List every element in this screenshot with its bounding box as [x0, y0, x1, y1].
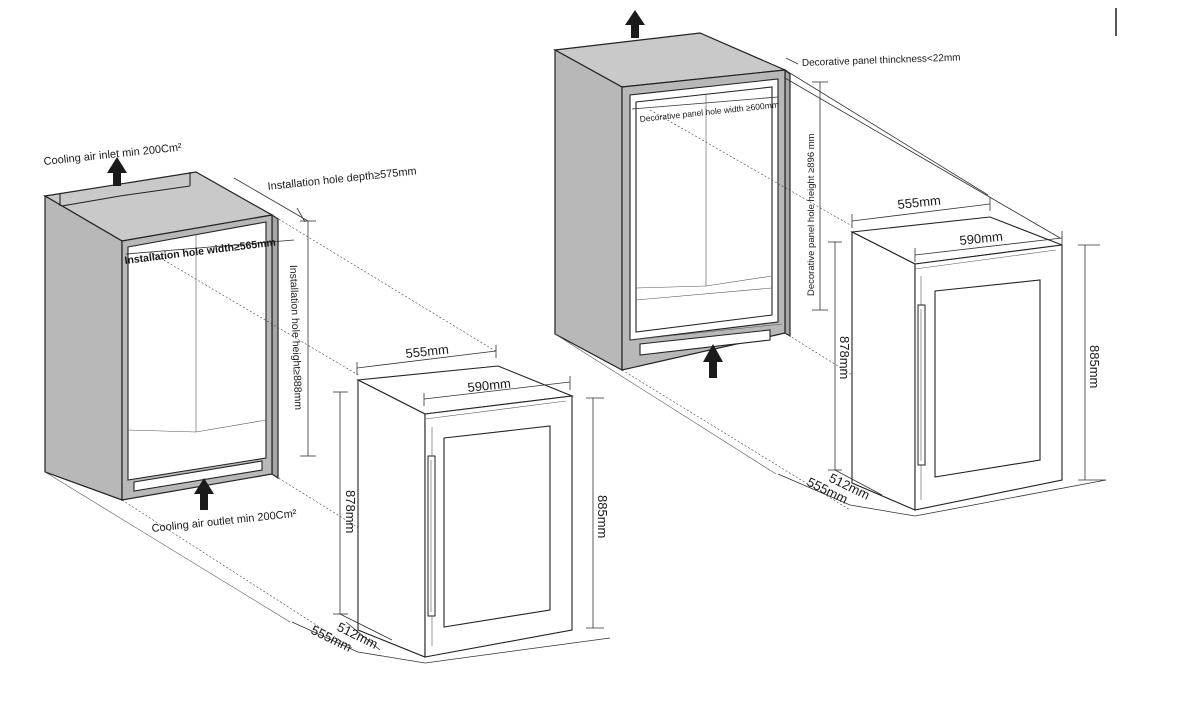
right-fridge: [850, 216, 1063, 511]
cooling-inlet-arrow-icon: [107, 157, 127, 186]
left-width-590-label: 590mm: [467, 376, 512, 395]
cooling-outlet-label: Cooling air outlet min 200Cm²: [151, 508, 297, 535]
panel-hole-height-label: Decorative panel hole height ≥896 mm: [806, 133, 817, 296]
bottom-vent-arrow-icon: [703, 344, 723, 378]
top-vent-arrow-icon: [625, 10, 645, 38]
right-height-885-label: 885mm: [1087, 345, 1102, 388]
left-fridge: [356, 365, 575, 658]
cooling-outlet-arrow-icon: [194, 478, 214, 510]
right-cabinet: [553, 32, 791, 372]
right-diagram: Decorative panel thinckness<22mm Decorat…: [553, 10, 1107, 517]
right-width-555-label: 555mm: [897, 193, 942, 212]
left-cabinet: [43, 171, 279, 501]
left-height-878-label: 878mm: [343, 490, 358, 533]
left-height-885-label: 885mm: [595, 495, 610, 538]
left-diagram: Cooling air inlet min 200Cm² Installatio…: [43, 142, 611, 664]
installation-hole-height-label: Installation hole height≥888mm: [287, 265, 304, 411]
right-width-590-label: 590mm: [959, 229, 1004, 248]
left-width-555-label: 555mm: [405, 342, 450, 361]
right-height-878-label: 878mm: [837, 336, 852, 379]
installation-hole-depth-label: Installation hole depth≥575mm: [267, 165, 417, 193]
panel-thickness-label: Decorative panel thinckness<22mm: [802, 52, 961, 69]
